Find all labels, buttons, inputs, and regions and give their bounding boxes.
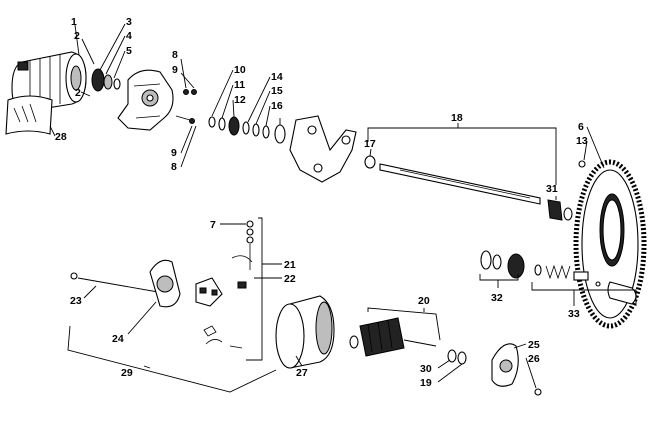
callout-17: 17: [364, 138, 376, 150]
brush-holder: [195, 277, 223, 307]
drive-gear-set: [91, 68, 121, 92]
leader-lines: [49, 23, 637, 393]
callout-7: 7: [210, 219, 216, 231]
terminal-stud: [231, 220, 254, 289]
spring-assembly: [534, 264, 637, 305]
callout-10: 10: [234, 64, 246, 76]
callout-25: 25: [528, 339, 540, 351]
motor-shroud: [5, 95, 53, 135]
callout-labels: 1 2 3 4 5 8 9 10 11 12 14 15 16 2 28 9 8…: [55, 16, 588, 389]
callout-13: 13: [576, 135, 588, 147]
callout-6: 6: [578, 121, 584, 133]
callout-23: 23: [70, 295, 82, 307]
callout-22: 22: [284, 273, 296, 285]
pinion-washers: [480, 250, 525, 279]
thrust-washers: [447, 349, 467, 365]
ring-gear: [573, 159, 647, 329]
bolts: [175, 89, 197, 124]
callout-27: 27: [296, 367, 308, 379]
callout-2b: 2: [75, 87, 81, 99]
callout-8b: 8: [171, 161, 177, 173]
drive-shaft: [364, 155, 541, 205]
callout-26: 26: [528, 353, 540, 365]
washer-stack: [208, 116, 286, 144]
callout-30: 30: [420, 363, 432, 375]
callout-16: 16: [271, 100, 283, 112]
callout-9: 9: [172, 64, 178, 76]
callout-19: 19: [420, 377, 432, 389]
housing-bracket: [117, 69, 174, 131]
pinion-gear: [547, 199, 573, 221]
callout-24: 24: [112, 333, 124, 345]
callout-12: 12: [234, 94, 246, 106]
callout-1: 1: [71, 16, 77, 28]
callout-28: 28: [55, 131, 67, 143]
callout-32: 32: [491, 292, 503, 304]
spring-clips: [203, 325, 243, 349]
callout-21: 21: [284, 259, 296, 271]
yoke-bracket: [289, 115, 357, 183]
callout-5: 5: [126, 45, 132, 57]
callout-20: 20: [418, 295, 430, 307]
through-bolt: [70, 272, 159, 293]
callout-11: 11: [234, 79, 245, 91]
callout-29: 29: [121, 367, 133, 379]
callout-14: 14: [271, 71, 283, 83]
callout-9b: 9: [171, 147, 177, 159]
callout-18: 18: [451, 112, 463, 124]
field-frame: [275, 295, 335, 369]
callout-15: 15: [271, 85, 283, 97]
armature: [349, 317, 437, 357]
drive-end-plate: [491, 343, 542, 396]
callout-8: 8: [172, 49, 178, 61]
callout-3: 3: [126, 16, 132, 28]
callout-33: 33: [568, 308, 580, 320]
callout-31: 31: [546, 183, 558, 195]
end-cap: [149, 259, 181, 308]
callout-4: 4: [126, 30, 132, 42]
callout-2: 2: [74, 30, 80, 42]
